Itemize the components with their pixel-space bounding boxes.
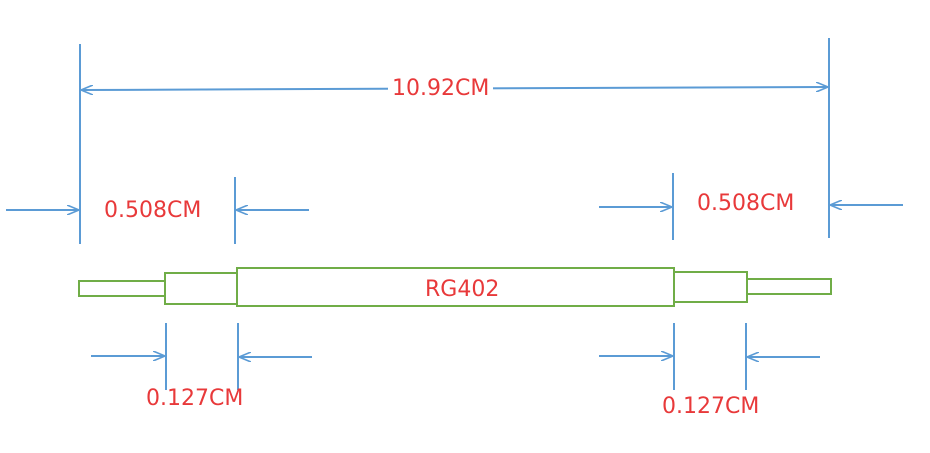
left-outer-step-label: 0.508CM (104, 198, 202, 223)
overall-length-label: 10.92CM (388, 77, 494, 101)
left-pin (78, 280, 166, 297)
cable-name-label: RG402 (425, 277, 500, 302)
outer-step-arrows (6, 205, 903, 210)
inner-step-arrows (91, 356, 820, 357)
bottom-extension-lines (165, 323, 747, 390)
right-pin (746, 278, 832, 295)
right-outer-step-label: 0.508CM (697, 191, 795, 216)
top-extension-lines (79, 38, 830, 244)
right-dielectric (673, 271, 748, 303)
cable-outline (78, 267, 832, 307)
left-inner-step-label: 0.127CM (146, 386, 244, 411)
left-dielectric (164, 272, 238, 305)
cable-body (236, 267, 675, 307)
right-inner-step-label: 0.127CM (662, 394, 760, 419)
